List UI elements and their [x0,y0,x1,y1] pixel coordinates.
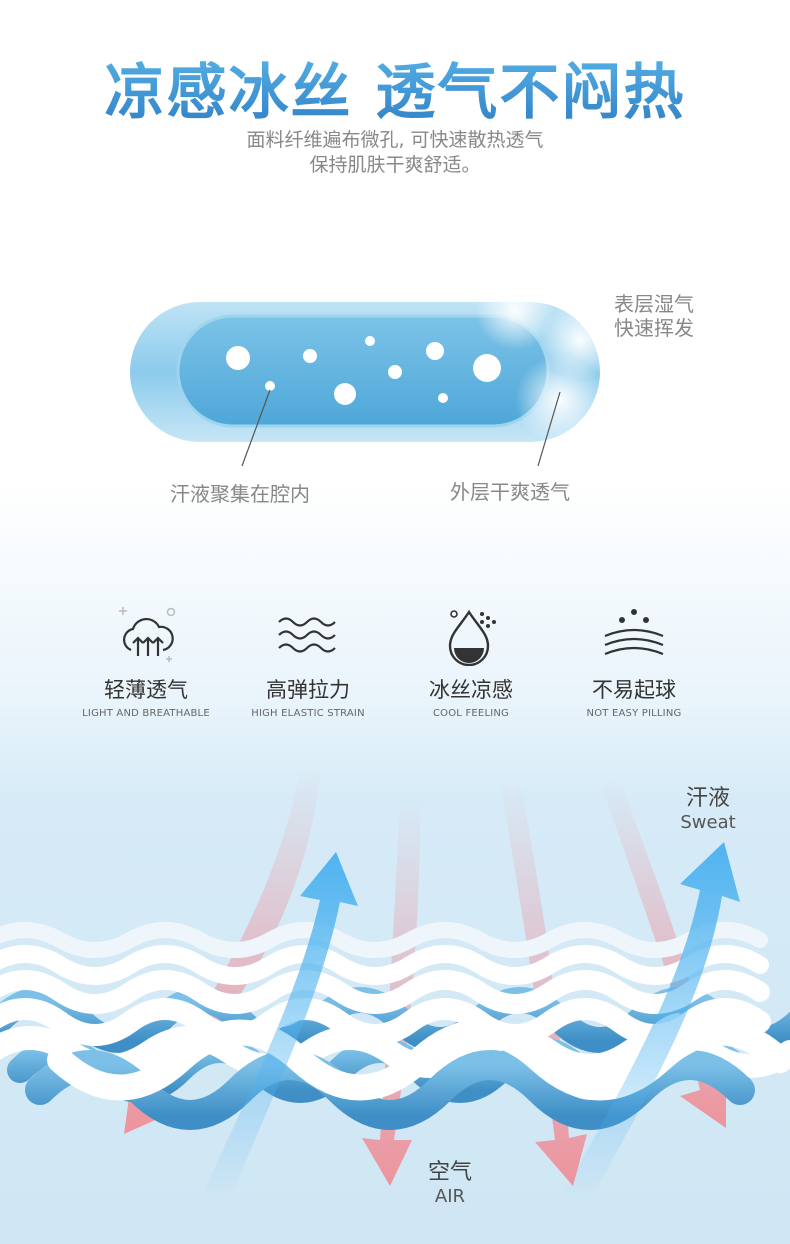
pointer-line [241,389,271,467]
feature-subtitle: HIGH ELASTIC STRAIN [251,708,365,719]
feature-no-pilling: 不易起球 NOT EASY PILLING [559,604,709,719]
sweat-label-cn: 汗液 [685,786,730,811]
bubble [473,354,501,382]
bubble [426,342,444,360]
fiber-cross-section-diagram [120,270,640,470]
surface-moisture-label: 表层湿气 快速挥发 [614,292,694,340]
water-drop-icon [448,609,496,666]
bubble [438,393,448,403]
air-label-en: AIR [434,1186,466,1207]
bubble [265,381,275,391]
cloud-arrows-icon [119,607,176,662]
bubble [303,349,317,363]
sweat-flow-arrows [200,842,740,1200]
subtitle-line-1: 面料纤维遍布微孔, 可快速散热透气 [246,129,544,151]
fabric-weave-illustration [0,770,790,1200]
white-fibers [0,922,790,1078]
bubble [365,336,375,346]
bubble [388,365,402,379]
cavity-label: 汗液聚集在腔内 [170,482,310,506]
subtitle-line-2: 保持肌肤干爽舒适。 [309,154,481,176]
air-label: 空气 AIR [410,1154,490,1207]
mist [540,300,620,380]
pointer-line [537,391,561,467]
mist [475,270,555,350]
feature-title: 冰丝凉感 [429,678,513,702]
feature-high-elastic: 高弹拉力 HIGH ELASTIC STRAIN [233,604,383,719]
feature-cool-feeling: 冰丝凉感 COOL FEELING [396,604,546,719]
page-title: 凉感冰丝 透气不闷热 [0,44,790,131]
bubble [334,383,356,405]
air-label-cn: 空气 [427,1160,472,1185]
surface-moisture-line-1: 表层湿气 [614,292,694,316]
surface-moisture-line-2: 快速挥发 [614,316,694,340]
outer-layer-label: 外层干爽透气 [450,480,570,504]
feature-light-breathable: 轻薄透气 LIGHT AND BREATHABLE [71,604,221,719]
fiber-cross-section-illustration [130,270,620,467]
sweat-label: 汗液 Sweat [668,780,748,833]
sweat-label-en: Sweat [680,812,736,833]
bubble [226,346,250,370]
feature-title: 高弹拉力 [266,678,350,702]
page-subtitle: 面料纤维遍布微孔, 可快速散热透气 保持肌肤干爽舒适。 [0,128,790,178]
feature-subtitle: NOT EASY PILLING [586,708,682,719]
feature-title: 轻薄透气 [104,678,188,702]
waves-icon [278,617,336,653]
feature-subtitle: COOL FEELING [432,708,509,719]
feature-title: 不易起球 [592,678,676,702]
feature-subtitle: LIGHT AND BREATHABLE [82,708,210,719]
layers-dots-icon [604,609,664,656]
